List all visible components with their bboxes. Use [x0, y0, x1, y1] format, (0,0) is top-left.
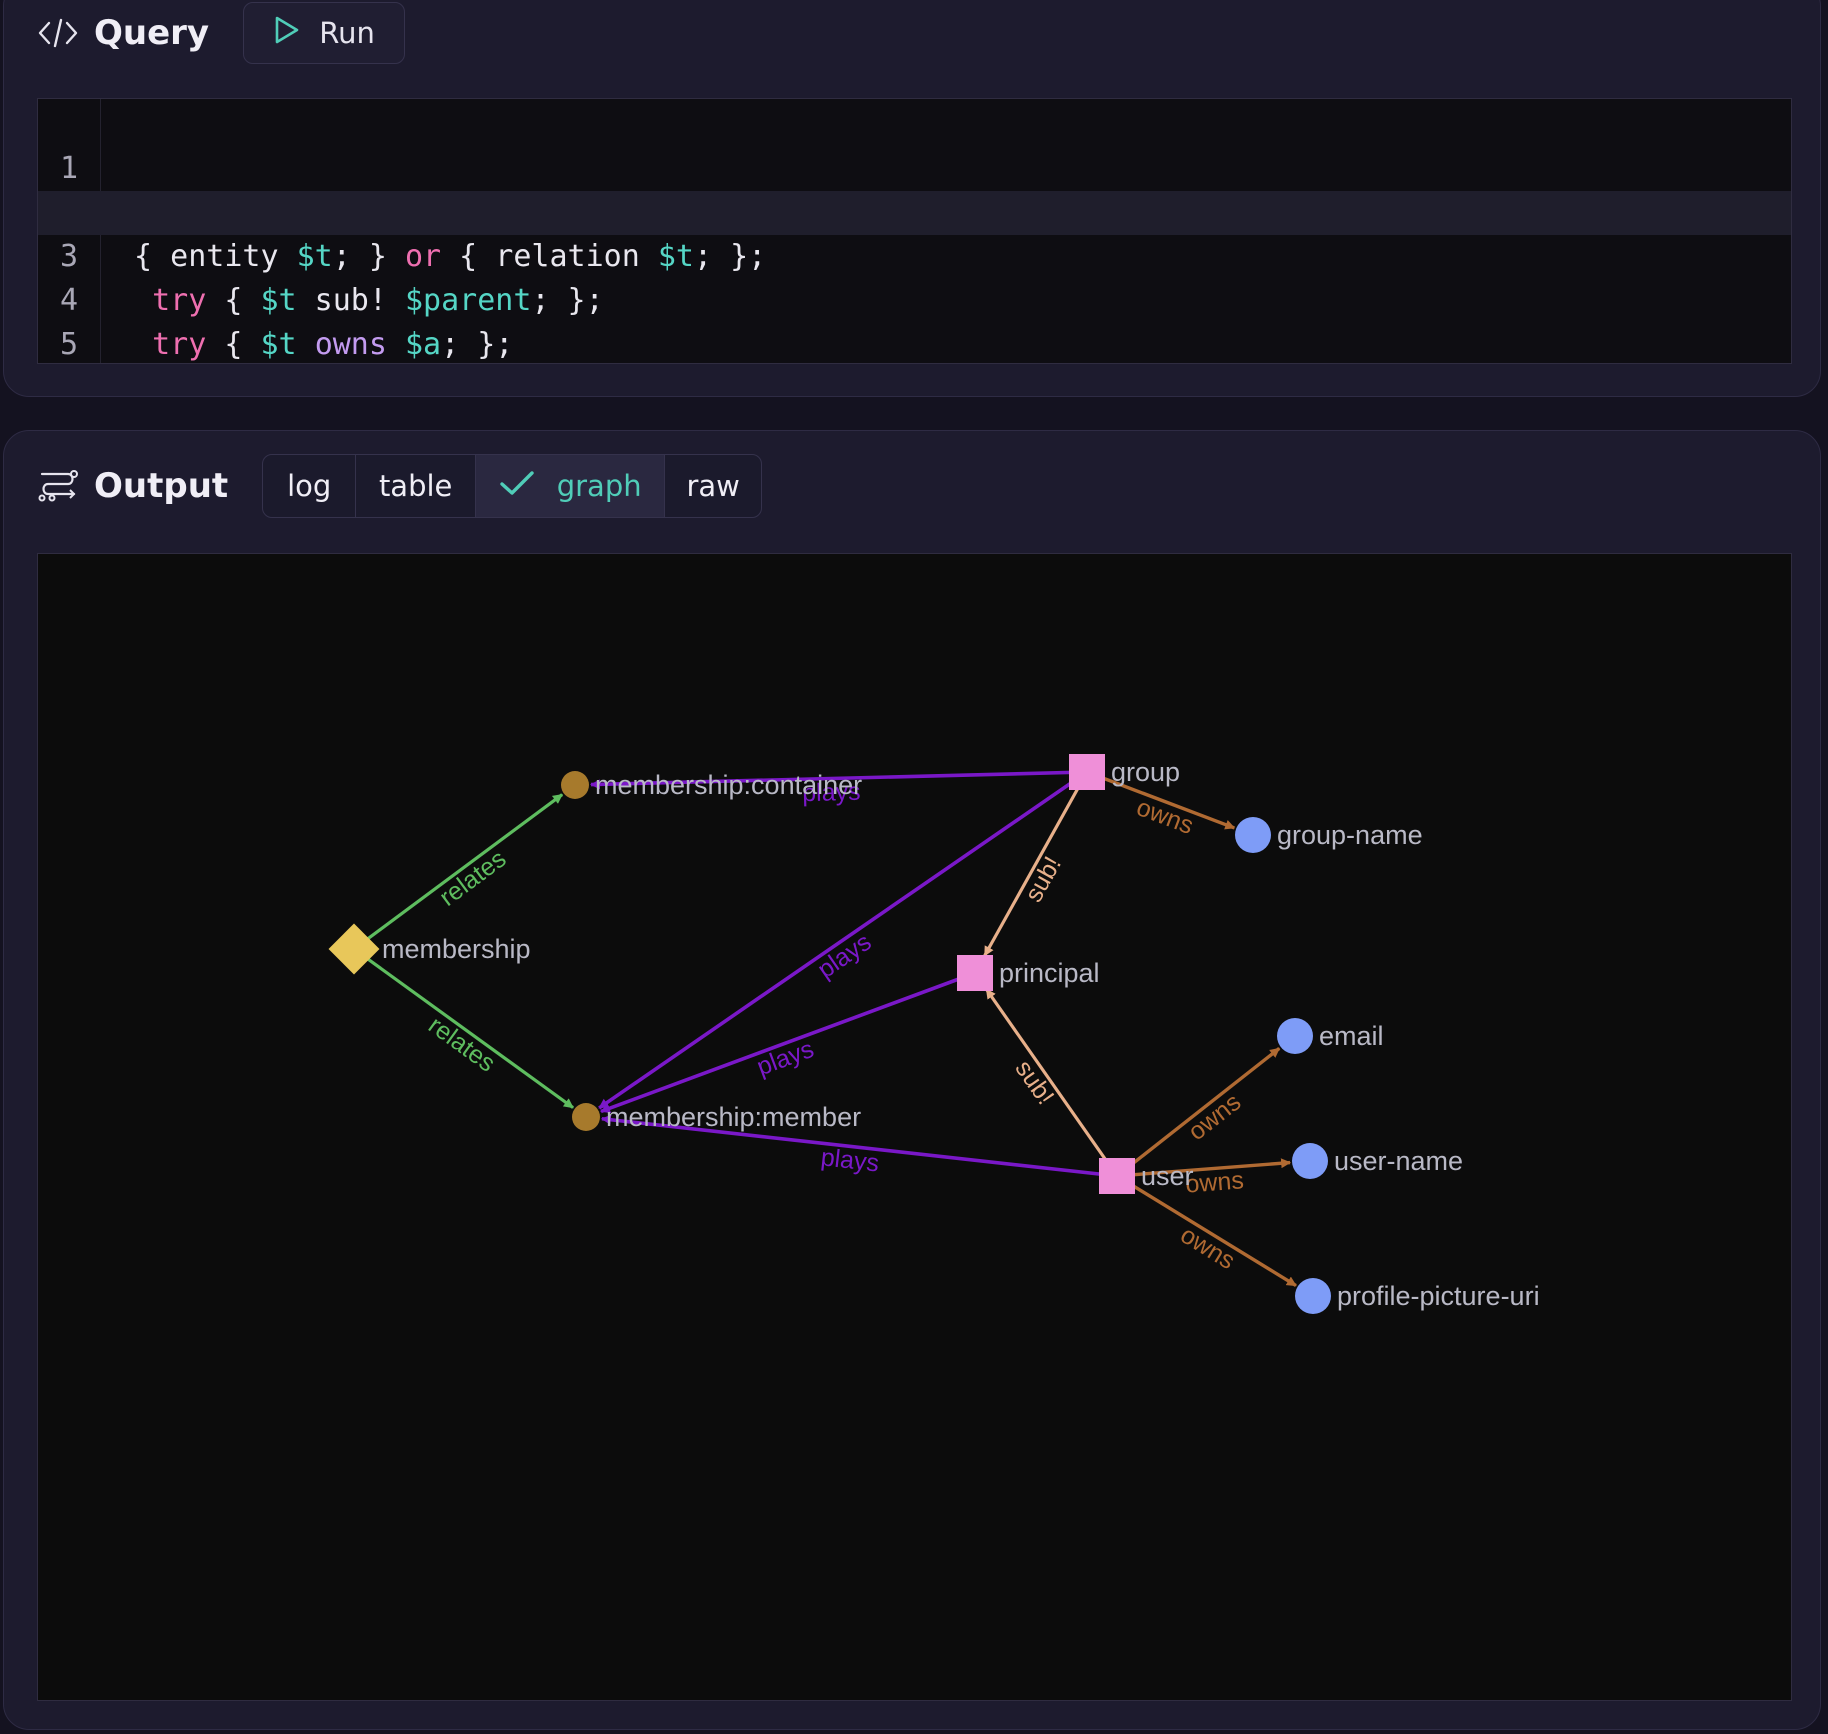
node-user-name[interactable]	[1292, 1143, 1328, 1179]
edge-owns	[1116, 1174, 1297, 1288]
tab-log[interactable]: log	[263, 455, 357, 517]
edge-label: plays	[802, 778, 861, 808]
tab-graph-label: graph	[556, 469, 642, 503]
code-line: 1 match	[38, 103, 1791, 230]
run-button[interactable]: Run	[243, 2, 406, 64]
code-line-active: 3 try { $t sub! $parent; };	[38, 191, 1791, 318]
edge-label: owns	[1175, 1221, 1239, 1275]
edge-label: relates	[423, 1011, 500, 1078]
query-header: Query Run	[36, 2, 406, 64]
node-label: membership	[382, 934, 531, 964]
output-flow-icon	[36, 464, 80, 508]
check-icon	[499, 468, 535, 505]
edge-label: owns	[1184, 1166, 1244, 1198]
code-text: try { $t sub! $parent; };	[152, 283, 604, 318]
code-line: 5 try { $t plays $played-role; };	[38, 279, 1791, 362]
node-label: group	[1111, 757, 1180, 787]
output-view-tabs: log table graph raw	[262, 454, 763, 518]
edge-label: relates	[434, 845, 511, 912]
line-number: 1	[59, 151, 79, 186]
edge-label: sub!	[1020, 852, 1067, 907]
node-label: principal	[999, 958, 1100, 988]
tab-raw[interactable]: raw	[686, 469, 740, 503]
play-icon	[273, 15, 301, 52]
edge-sub	[983, 771, 1089, 957]
node-principal[interactable]	[957, 955, 993, 991]
edge-label: sub!	[1010, 1055, 1060, 1110]
node-label: profile-picture-uri	[1337, 1281, 1540, 1311]
code-line: 6 try { $t relates $role; };	[38, 323, 1791, 363]
node-layer: membership:container membership:member mem…	[328, 754, 1540, 1314]
edge-plays	[598, 770, 1089, 1110]
node-label: email	[1319, 1021, 1384, 1051]
schema-graph[interactable]: relatesrelatesplaysplaysplaysplayssub!su…	[38, 554, 1791, 1700]
edge-relates	[353, 947, 574, 1109]
edge-owns	[1115, 1047, 1281, 1178]
node-label: user	[1141, 1161, 1194, 1191]
node-membership[interactable]	[328, 923, 380, 975]
node-group-name[interactable]	[1235, 817, 1271, 853]
line-number: 3	[59, 239, 79, 274]
run-label: Run	[319, 16, 375, 50]
output-header: Output log table graph raw	[36, 454, 763, 518]
edge-plays	[600, 971, 976, 1114]
tab-graph[interactable]: graph	[476, 455, 666, 517]
node-membership-container[interactable]	[561, 771, 589, 799]
tab-table[interactable]: table	[356, 455, 477, 517]
edge-label: plays	[819, 1143, 880, 1177]
edge-sub	[985, 988, 1119, 1177]
node-profile-picture-uri[interactable]	[1295, 1278, 1331, 1314]
code-text: try { $t owns $a; };	[152, 327, 514, 362]
code-line: 4 try { $t owns $a; };	[38, 235, 1791, 362]
code-line: 2 { entity $t; } or { relation $t; };	[38, 147, 1791, 274]
node-label: user-name	[1334, 1146, 1463, 1176]
code-text: { entity $t; } or { relation $t; };	[116, 239, 767, 274]
edge-relates	[353, 793, 564, 951]
edge-layer: relatesrelatesplaysplaysplaysplayssub!su…	[353, 770, 1297, 1288]
node-group[interactable]	[1069, 754, 1105, 790]
node-label: membership:member	[606, 1102, 861, 1132]
edge-plays	[600, 1114, 1118, 1178]
line-number: 4	[59, 283, 79, 318]
edge-plays	[589, 770, 1088, 790]
node-label: membership:container	[595, 770, 862, 800]
code-editor[interactable]: 1 match 2 { entity $t; } or { relation $…	[37, 98, 1792, 364]
code-icon	[36, 11, 80, 55]
edge-owns	[1086, 770, 1236, 830]
edge-owns	[1116, 1158, 1292, 1178]
line-number: 5	[59, 327, 79, 362]
query-title: Query	[94, 13, 210, 53]
edge-label: plays	[812, 928, 876, 984]
node-user[interactable]	[1099, 1158, 1135, 1194]
node-label: group-name	[1277, 820, 1423, 850]
node-membership-member[interactable]	[572, 1103, 600, 1131]
output-panel: Output log table graph raw re	[3, 430, 1821, 1730]
output-title: Output	[94, 466, 229, 506]
query-panel: Query Run 1 match 2 { entity $t; } or { …	[3, 0, 1821, 397]
edge-label: owns	[1183, 1088, 1246, 1146]
node-email[interactable]	[1277, 1018, 1313, 1054]
